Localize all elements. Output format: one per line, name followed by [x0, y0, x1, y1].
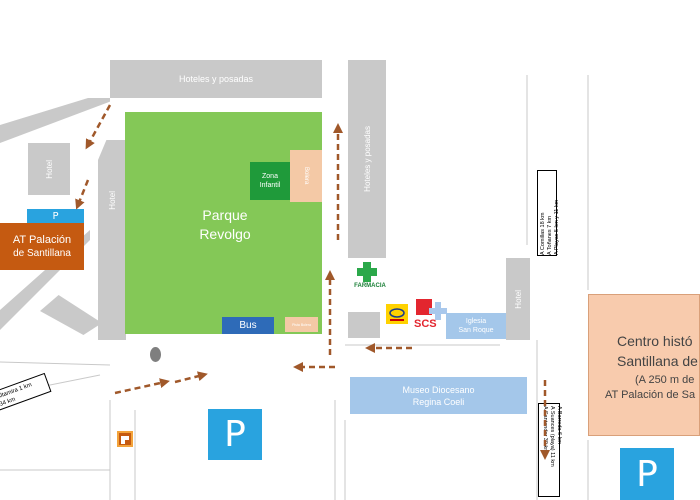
pista-bolera: Pista Bolera [285, 317, 318, 332]
hotel-right: Hotel [506, 258, 530, 340]
centro-historico: Centro histó Santillana de (A 250 m de A… [588, 294, 700, 436]
correos-icon [386, 304, 408, 324]
zona-infantil: Zona Infantil [250, 162, 290, 200]
parking-main-label: P [224, 414, 246, 455]
sign-north: A Comillas 18 km A Toñanes 7 km A Playas… [537, 170, 560, 256]
farmacia-cross-icon [357, 262, 377, 282]
scs-label: SCS [414, 318, 437, 330]
pista-label: Pista Bolera [292, 322, 311, 327]
centro-title: Centro histó Santillana de [617, 331, 700, 371]
bolera-label: Bolera [303, 167, 309, 185]
iglesia-line1: Iglesia [465, 318, 487, 325]
park-name: Parque Revolgo [175, 200, 275, 250]
hoteles-top-label: Hoteles y posadas [178, 74, 254, 84]
parking-east-label: P [636, 453, 658, 495]
zona-line1: Zona [262, 173, 278, 180]
hoteles-posadas-top: Hoteles y posadas [110, 60, 322, 98]
iglesia-line2: San Roque [458, 327, 494, 334]
park-name-line1: Parque [202, 207, 248, 223]
building-small-gray [348, 312, 380, 338]
parking-main: P [208, 409, 262, 460]
sign-south-3: A Santander 30 km [542, 406, 548, 453]
parking-small: P [27, 209, 84, 223]
roundabout-marker [150, 347, 161, 362]
centro-hotel-ref: AT Palación de Sa [605, 388, 695, 402]
bus-stop: Bus [222, 317, 274, 334]
at-palacion-line1: AT Palación [12, 233, 72, 246]
scs-cross-icon [429, 302, 447, 320]
arrow-w-down [75, 179, 90, 210]
zona-line2: Infantil [259, 182, 281, 189]
scs-red-square [416, 299, 432, 315]
iglesia-san-roque: Iglesia San Roque [446, 313, 506, 339]
centro-line3: (A 250 m de [635, 374, 695, 386]
farmacia-label: FARMACIA [354, 283, 386, 289]
centro-line4: AT Palación de Sa [605, 389, 696, 401]
museo-line2: Regina Coeli [412, 396, 465, 407]
park-name-line2: Revolgo [199, 226, 251, 242]
parking-east: P [620, 448, 674, 500]
hoteles-posadas-right: Hoteles y posadas [348, 60, 386, 258]
parking-small-label: P [52, 210, 59, 222]
hotel-left-mid: Hotel [98, 140, 126, 340]
centro-line2: Santillana de [617, 353, 698, 369]
museo-diocesano: Museo Diocesano Regina Coeli [350, 377, 527, 414]
centro-line1: Centro histó [617, 333, 693, 349]
arrow-ne-bottom2 [174, 371, 208, 384]
sign-south-1: A Barreda 6 km [556, 406, 562, 444]
parque-revolgo: Parque Revolgo Zona Infantil Bolera Bus … [125, 112, 322, 334]
hotel-left-top: Hotel [28, 143, 70, 195]
bolera: Bolera [290, 150, 322, 202]
bus-label: Bus [239, 320, 257, 331]
at-palacion-hotel: AT Palación de Santillana [0, 223, 84, 270]
arrow-ne-bottom [114, 378, 170, 395]
restaurant-icon [117, 431, 133, 447]
at-palacion-line2: de Santillana [13, 247, 71, 259]
arrow-nw [85, 104, 112, 150]
museo-line1: Museo Diocesano [402, 384, 475, 395]
sign-south-2: A Suances (playa) 11 km [549, 406, 555, 467]
centro-distance: (A 250 m de [635, 373, 694, 387]
